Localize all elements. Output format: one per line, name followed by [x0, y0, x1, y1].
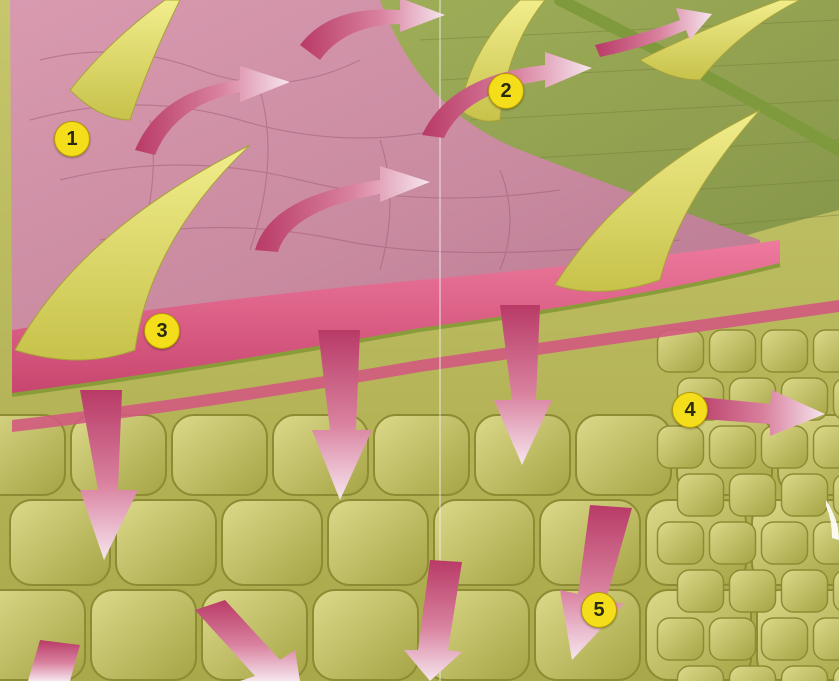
leaf-cell — [834, 378, 839, 420]
leaf-cell — [782, 570, 828, 612]
leaf-cell — [172, 415, 267, 495]
leaf-cell — [834, 474, 839, 516]
leaf-cell — [762, 618, 808, 660]
leaf-cell — [814, 426, 839, 468]
leaf-cell — [710, 426, 756, 468]
leaf-cell — [710, 522, 756, 564]
leaf-cell — [658, 522, 704, 564]
leaf-cell — [834, 570, 839, 612]
leaf-cell — [782, 474, 828, 516]
leaf-cell — [658, 426, 704, 468]
leaf-cell — [814, 330, 839, 372]
leaf-cell — [762, 330, 808, 372]
leaf-cell — [678, 666, 724, 681]
leaf-cell — [730, 570, 776, 612]
leaf-cell — [782, 666, 828, 681]
leaf-cell — [313, 590, 418, 680]
leaf-cell — [814, 618, 839, 660]
leaf-cell — [710, 330, 756, 372]
leaf-cell — [91, 590, 196, 680]
leaf-cell — [730, 474, 776, 516]
leaf-cell — [762, 426, 808, 468]
leaf-cell — [678, 474, 724, 516]
step-marker-3: 3 — [144, 313, 180, 349]
leaf-cell — [730, 666, 776, 681]
leaf-cell — [374, 415, 469, 495]
leaf-cell — [678, 570, 724, 612]
step-marker-1: 1 — [54, 121, 90, 157]
step-marker-5: 5 — [581, 592, 617, 628]
leaf-cell — [658, 618, 704, 660]
leaf-cell — [710, 618, 756, 660]
leaf-cell — [328, 500, 428, 585]
step-marker-2: 2 — [488, 73, 524, 109]
leaf-cell — [222, 500, 322, 585]
leaf-cell — [762, 522, 808, 564]
step-marker-4: 4 — [672, 392, 708, 428]
leaf-cell — [116, 500, 216, 585]
